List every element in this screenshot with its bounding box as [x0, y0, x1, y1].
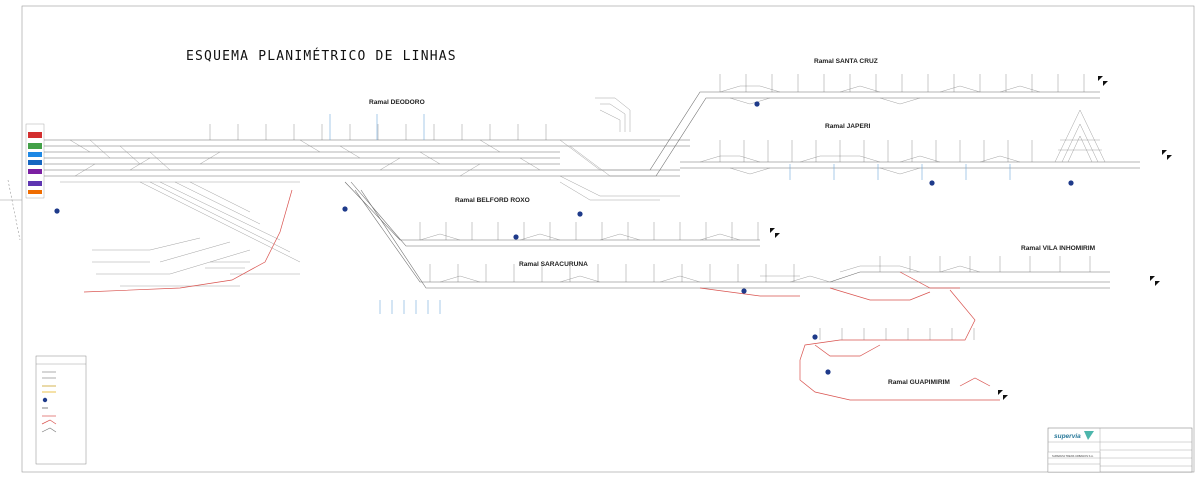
terminal-station-block [25, 123, 60, 214]
vila-inhomirim-tracks [829, 265, 1110, 301]
end-markers [770, 76, 1172, 400]
trunk-tracks [44, 139, 690, 183]
drawing-frame [21, 5, 1195, 473]
station-ticks [209, 74, 1091, 340]
yard-fan [92, 181, 301, 287]
left-dashed-edge [7, 179, 21, 241]
title-block: supervia SUPERVIA TRENS URBANOS S.A. [1047, 427, 1193, 473]
legend-box [35, 355, 87, 465]
saracuruna-tracks [354, 189, 1110, 297]
page-title: ESQUEMA PLANIMÉTRICO DE LINHAS [186, 48, 457, 64]
japeri-tracks [680, 109, 1140, 186]
ramal-saracuruna-label: Ramal SARACURUNA [519, 261, 588, 268]
ramal-vila-inhomirim-label: Ramal VILA INHOMIRIM [1021, 245, 1096, 252]
belford-roxo-tracks [342, 181, 760, 247]
ramal-belford-roxo-label: Ramal BELFORD ROXO [455, 197, 530, 204]
supervia-logo: supervia [1054, 433, 1081, 440]
santa-cruz-tracks [649, 85, 1100, 177]
red-track-deodoro [83, 189, 293, 293]
guapimirim-tracks [799, 289, 1000, 401]
company-name: SUPERVIA TRENS URBANOS S.A. [1052, 454, 1094, 458]
supervia-logo-mark [1084, 431, 1094, 440]
ramal-santa-cruz-label: Ramal SANTA CRUZ [814, 58, 878, 65]
deodoro-depot [559, 97, 680, 201]
ramal-guapimirim-label: Ramal GUAPIMIRIM [888, 379, 950, 386]
ramal-deodoro-label: Ramal DEODORO [369, 99, 425, 106]
ramal-japeri-label: Ramal JAPERI [825, 123, 871, 130]
